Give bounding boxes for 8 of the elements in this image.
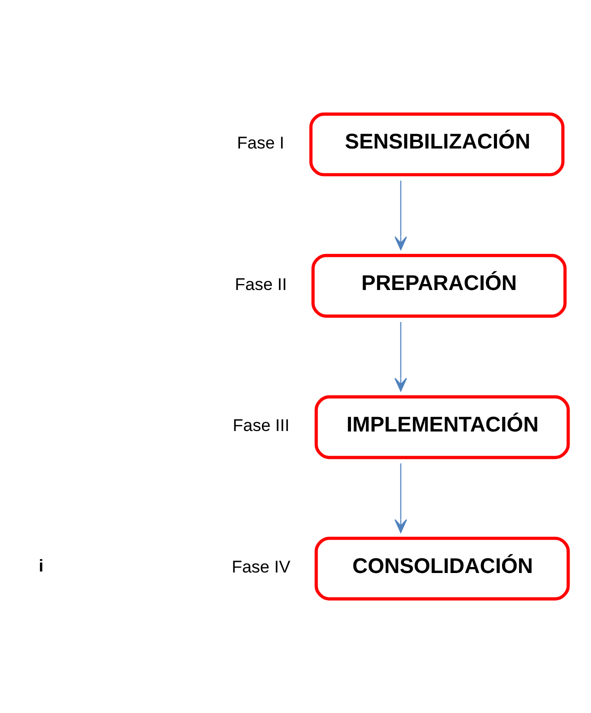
- arrow: [394, 322, 408, 392]
- node-label: Fase II: [234, 274, 287, 294]
- label: i: [38, 556, 44, 576]
- arrow: [394, 463, 408, 533]
- node-label: Fase III: [232, 416, 290, 436]
- node-label: Fase I: [237, 133, 284, 152]
- arrow: [394, 180, 408, 250]
- node-label: Fase IV: [232, 558, 290, 577]
